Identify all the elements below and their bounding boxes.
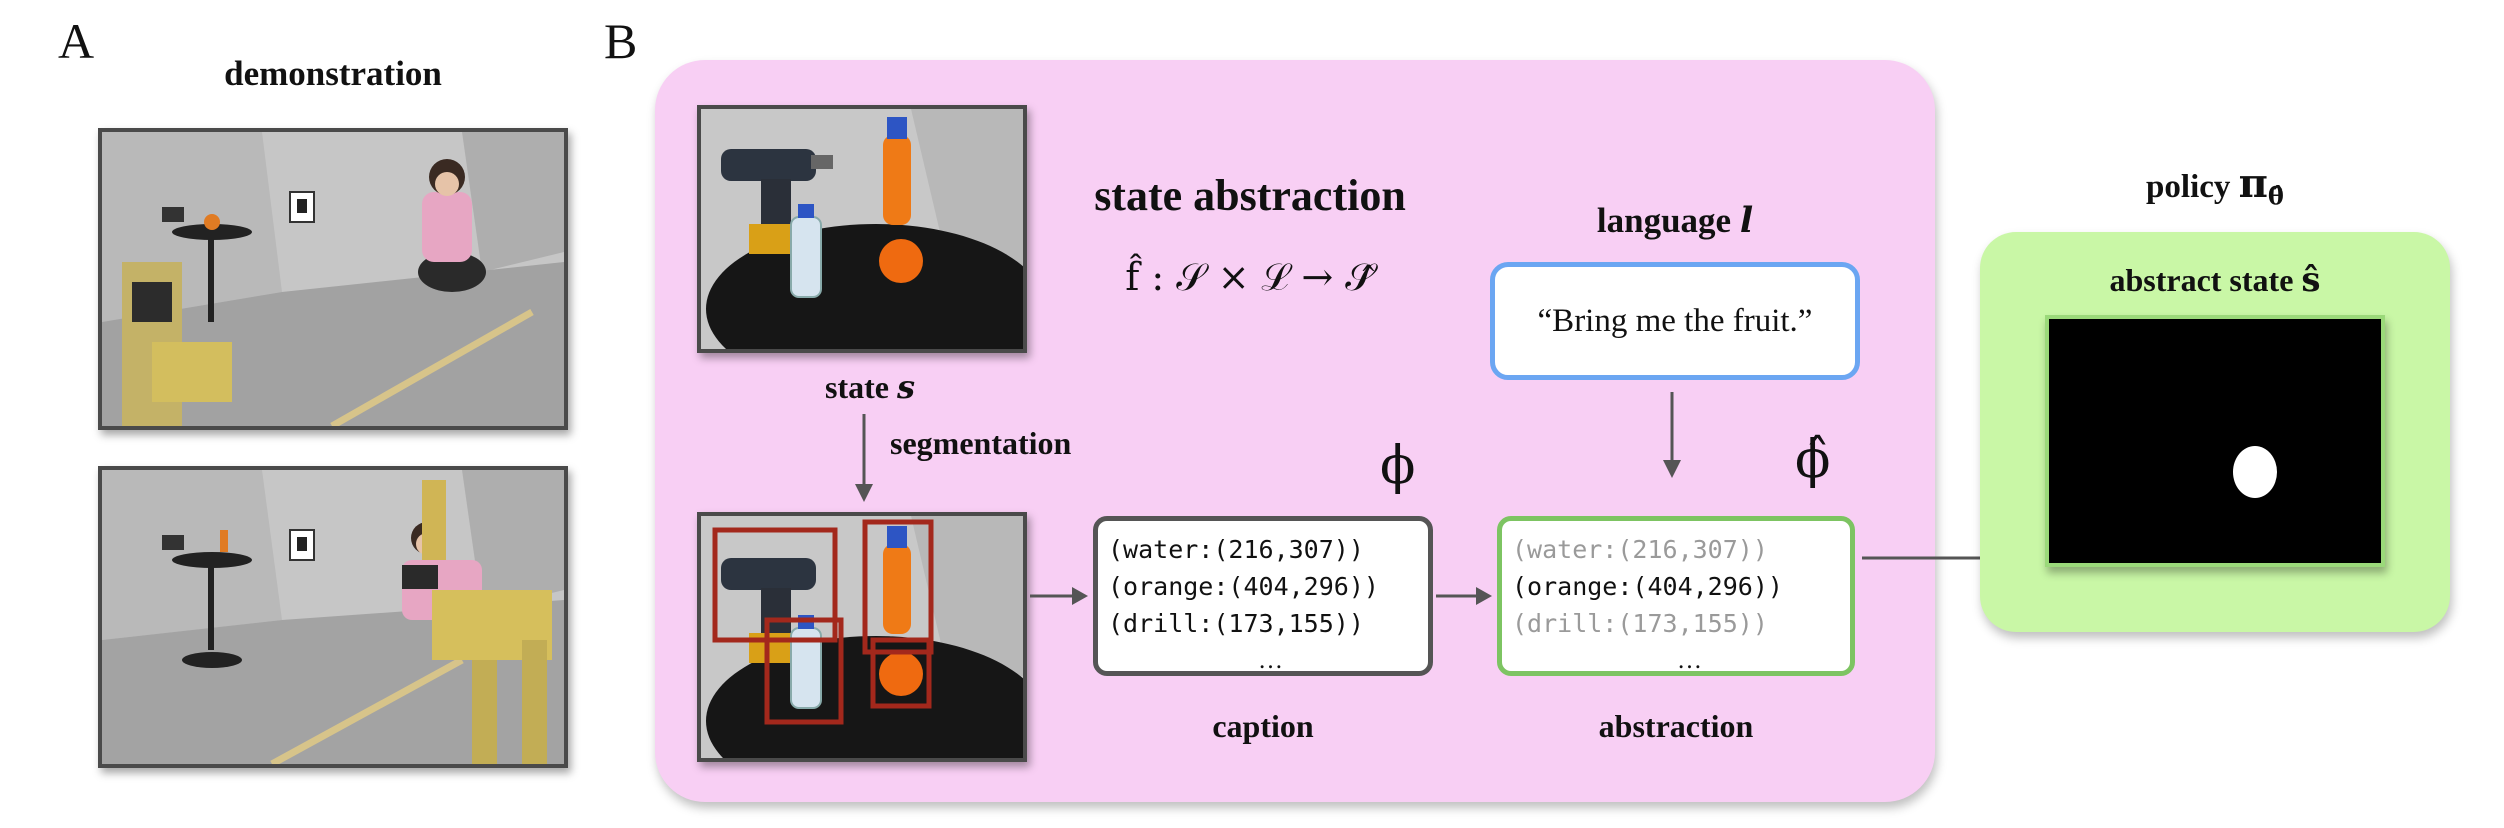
language-label: language l xyxy=(1596,200,1754,241)
caption-line: (orange:(404,296)) xyxy=(1108,572,1379,601)
caption-to-abstraction-arrow xyxy=(1436,587,1492,605)
demonstration-photo-1 xyxy=(98,128,568,430)
abstraction-line-inactive: (water:(216,307)) xyxy=(1512,535,1768,564)
state-photo xyxy=(697,105,1027,353)
abstraction-line-active: (orange:(404,296)) xyxy=(1512,572,1783,601)
panel-b-letter: B xyxy=(604,13,638,69)
caption-box: (water:(216,307)) (orange:(404,296)) (dr… xyxy=(1093,516,1433,676)
abstract-state-label: abstract state ŝ xyxy=(2109,260,2321,300)
segmented-photo xyxy=(697,512,1027,762)
language-arrow xyxy=(1663,392,1681,478)
policy-symbol: π xyxy=(2238,160,2268,207)
language-instruction-box: “Bring me the fruit.” xyxy=(1490,262,1860,380)
abstraction-formula: f̂ : 𝒮 × ℒ → 𝒮̂ xyxy=(1125,255,1375,299)
segmentation-label: segmentation xyxy=(890,425,1072,461)
demonstration-title: demonstration xyxy=(224,54,442,93)
bbox-orange xyxy=(870,637,932,709)
abstraction-label: abstraction xyxy=(1598,708,1754,744)
segmentation-to-caption-arrow xyxy=(1030,587,1088,605)
language-instruction-text: “Bring me the fruit.” xyxy=(1537,302,1813,339)
abstraction-line-ellipsis: … xyxy=(1677,647,1702,674)
caption-label: caption xyxy=(1212,708,1314,744)
phi-hat-symbol: ϕ̂ xyxy=(1795,430,1831,490)
phi-symbol: ϕ xyxy=(1380,436,1416,496)
demonstration-photo-2 xyxy=(98,466,568,768)
policy-label: policy πθ̂ xyxy=(2146,160,2284,211)
bbox-water xyxy=(764,617,844,725)
caption-line: (drill:(173,155)) xyxy=(1108,609,1364,638)
segmentation-arrow xyxy=(855,414,873,502)
state-abstraction-title: state abstraction xyxy=(1094,171,1406,220)
abstraction-line-inactive: (drill:(173,155)) xyxy=(1512,609,1768,638)
caption-line: … xyxy=(1258,647,1283,674)
abstraction-box: (water:(216,307)) (orange:(404,296)) (dr… xyxy=(1497,516,1855,676)
policy-subscript: θ̂ xyxy=(2267,181,2284,211)
abstract-state-mask xyxy=(2045,315,2385,567)
bbox-bottle xyxy=(862,519,934,655)
orange-mask-blob xyxy=(2233,446,2277,498)
panel-a-letter: A xyxy=(58,13,95,69)
caption-line: (water:(216,307)) xyxy=(1108,535,1364,564)
state-label: state s xyxy=(825,368,915,406)
bbox-drill xyxy=(712,527,838,643)
